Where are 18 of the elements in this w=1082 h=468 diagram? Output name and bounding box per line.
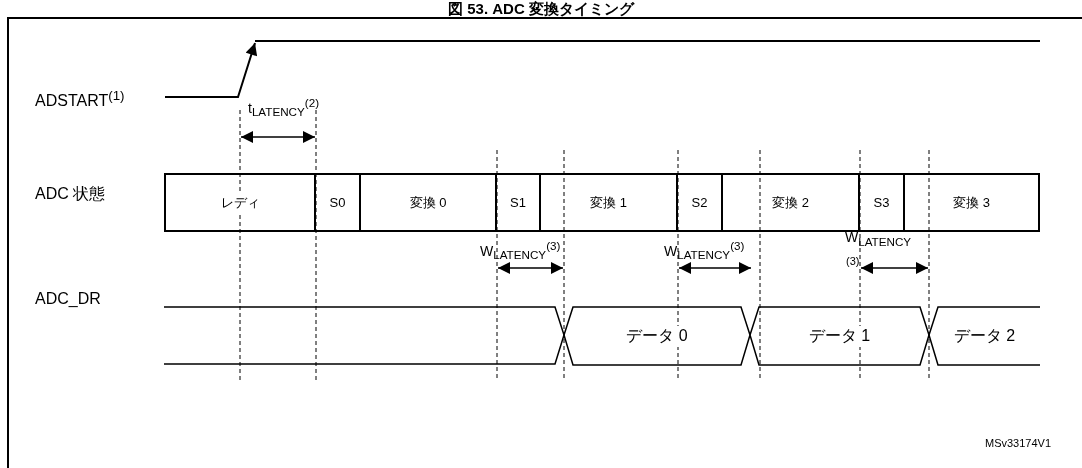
data-segment: データ 1 [750, 306, 929, 366]
state-cell: S1 [495, 173, 541, 232]
state-cell: 変換 1 [539, 173, 678, 232]
footnote-mark: (3) [846, 256, 860, 267]
state-cell: レディ [164, 173, 316, 232]
signal-name: ADC_DR [35, 291, 101, 307]
data-segment: データ 0 [564, 306, 750, 366]
signal-name: ADC 状態 [35, 186, 106, 202]
state-cell: S0 [314, 173, 361, 232]
state-cell: S2 [676, 173, 723, 232]
state-cell: 変換 2 [721, 173, 860, 232]
state-cell: 変換 0 [359, 173, 497, 232]
signal-name: ADSTART$^{(1)}$ [35, 89, 125, 110]
state-cell: 変換 3 [903, 173, 1040, 232]
latency-label: W$_{LATENCY}$ [845, 230, 912, 248]
figure-id: MSv33174V1 [985, 438, 1052, 449]
state-cell: S3 [858, 173, 905, 232]
data-segment: データ 2 [929, 306, 1040, 366]
